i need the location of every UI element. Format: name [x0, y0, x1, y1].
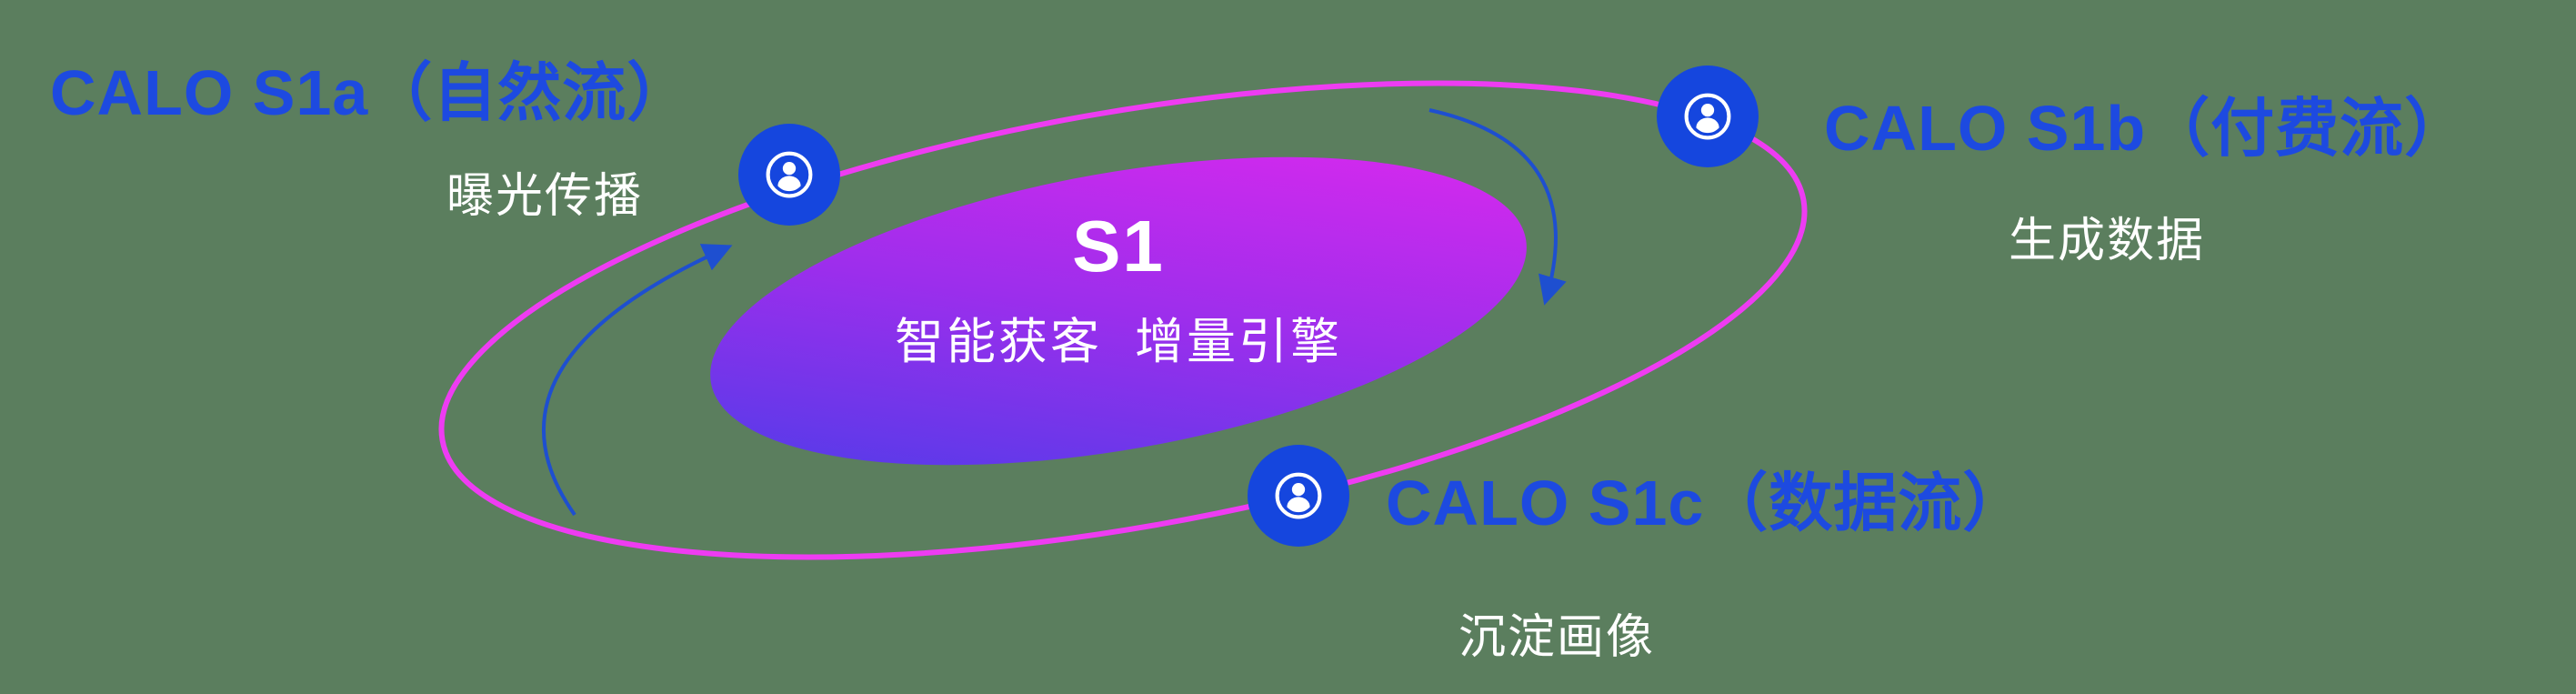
user-circle-icon: [1268, 466, 1328, 526]
core-title: S1: [1072, 206, 1165, 287]
label-s1c: CALO S1c（数据流）: [1386, 468, 2028, 538]
flow-arrow-left: [542, 244, 733, 517]
core-text-block: S1 智能获客 增量引擎: [846, 205, 1391, 373]
label-s1b: CALO S1b（付费流）: [1824, 93, 2470, 164]
node-s1a: [738, 124, 840, 226]
core-gradient-ellipse: [710, 156, 1527, 466]
flow-arrow-top-right: [1428, 108, 1567, 306]
sublabel-s1b: 生成数据: [2009, 215, 2206, 267]
sublabel-s1c: 沉淀画像: [1458, 611, 1656, 664]
user-circle-icon: [759, 145, 819, 205]
user-circle-icon: [1678, 86, 1738, 146]
core-subtitle: 智能获客 增量引擎: [894, 315, 1342, 369]
label-s1a: CALO S1a（自然流）: [50, 57, 692, 128]
sublabel-s1a: 曝光传播: [446, 170, 644, 223]
orbit-ellipse: [438, 80, 1808, 560]
node-s1c: [1248, 445, 1349, 547]
node-s1b: [1657, 65, 1759, 167]
